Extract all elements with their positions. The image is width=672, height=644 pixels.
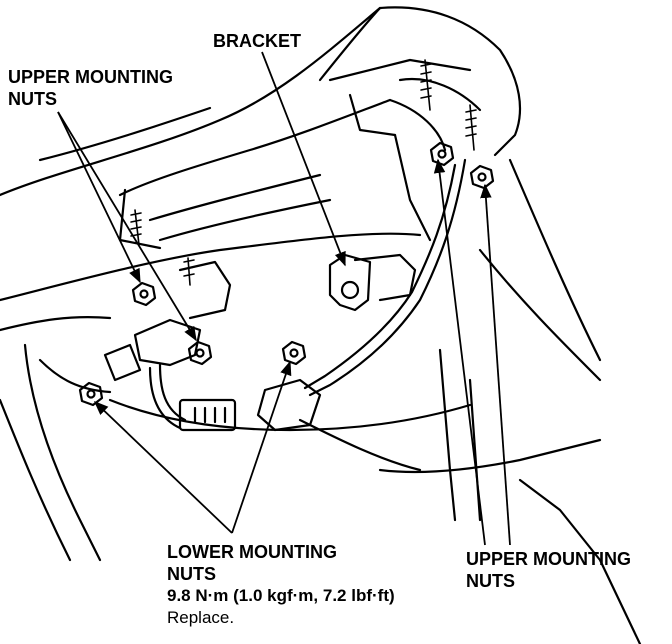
lower-mounting-nuts-label: LOWER MOUNTING NUTS 9.8 N·m (1.0 kgf·m, … xyxy=(167,541,395,629)
arrow-upper-right-2 xyxy=(480,183,511,546)
lower-line2: NUTS xyxy=(167,564,216,584)
leader-arrows xyxy=(57,51,511,546)
upper-right-line2: NUTS xyxy=(466,571,515,591)
upper-left-line2: NUTS xyxy=(8,89,57,109)
upper-left-line1: UPPER MOUNTING xyxy=(8,67,174,87)
arrow-bracket xyxy=(261,51,346,267)
upper-mounting-nuts-label-right: UPPER MOUNTING NUTS xyxy=(466,548,631,592)
nut-lower-left xyxy=(78,381,104,407)
dashboard-panel xyxy=(0,6,522,302)
torque-spec: 9.8 N·m (1.0 kgf·m, 7.2 lbf·ft) xyxy=(167,586,395,605)
harness-connector xyxy=(178,378,322,432)
nut-upper-right-1 xyxy=(429,141,455,167)
arrow-upper-right-1 xyxy=(433,158,486,546)
nut-lower-right xyxy=(281,340,307,366)
arrow-upper-left-1 xyxy=(57,111,141,284)
mounting-bracket xyxy=(103,253,417,382)
wire-harness xyxy=(148,158,467,430)
threaded-studs xyxy=(130,59,477,286)
nut-upper-right-2 xyxy=(469,164,495,190)
upper-right-line1: UPPER MOUNTING xyxy=(466,549,632,569)
replace-note: Replace. xyxy=(167,608,235,627)
arrow-lower-2 xyxy=(231,360,292,534)
bracket-label: BRACKET xyxy=(213,31,301,51)
arrow-upper-left-2 xyxy=(57,111,197,342)
nut-upper-left-1 xyxy=(131,281,157,307)
arrow-lower-1 xyxy=(93,401,233,534)
lower-line1: LOWER MOUNTING xyxy=(167,542,337,562)
upper-mounting-nuts-label-left: UPPER MOUNTING NUTS xyxy=(8,66,173,110)
nut-upper-left-2 xyxy=(187,340,213,366)
